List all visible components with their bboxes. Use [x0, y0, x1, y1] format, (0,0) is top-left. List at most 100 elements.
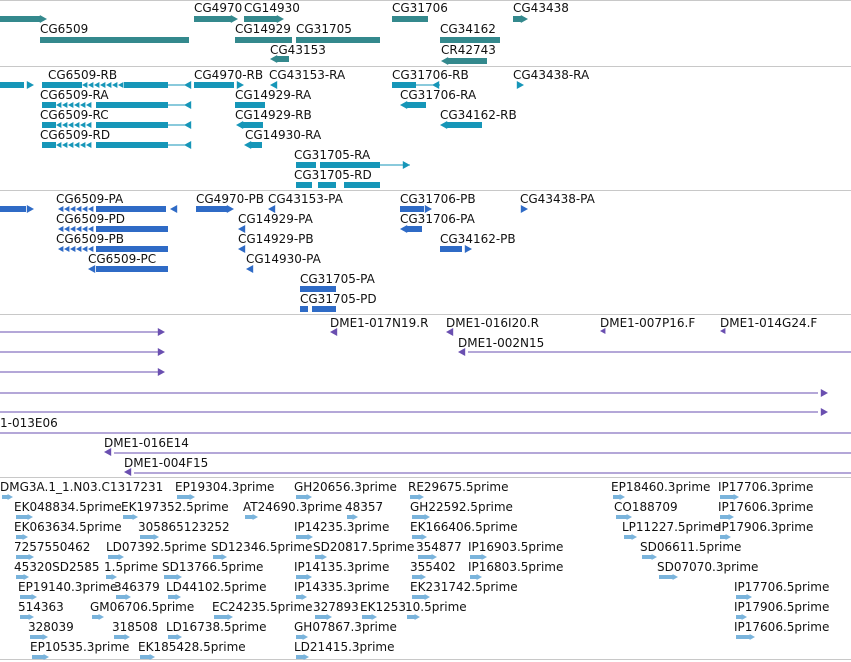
feature-label[interactable]: SD07070.3prime [657, 560, 759, 574]
feature-label[interactable]: EP19140.3prime [18, 580, 118, 594]
feature-block[interactable] [320, 162, 380, 168]
est-block[interactable] [116, 595, 126, 599]
feature-block[interactable] [96, 246, 168, 252]
est-block[interactable] [613, 495, 620, 499]
feature-block[interactable] [0, 206, 26, 212]
feature-label[interactable]: CG43153-PA [268, 192, 343, 206]
feature-label[interactable]: 1-013E06 [0, 416, 58, 430]
feature-label[interactable]: SD12346.5prime [211, 540, 313, 554]
est-block[interactable] [16, 515, 28, 519]
est-block[interactable] [642, 555, 652, 559]
feature-block[interactable] [406, 102, 426, 108]
feature-label[interactable]: CG43438-PA [520, 192, 595, 206]
est-block[interactable] [140, 535, 154, 539]
feature-label[interactable]: CG6509-PA [56, 192, 124, 206]
est-block[interactable] [470, 575, 477, 579]
est-block[interactable] [315, 555, 322, 559]
est-block[interactable] [16, 555, 29, 559]
feature-label[interactable]: DME1-016E14 [104, 436, 189, 450]
feature-label[interactable]: CG6509-PC [88, 252, 157, 266]
feature-label[interactable]: 355402 [410, 560, 456, 574]
feature-label[interactable]: IP17706.5prime [734, 580, 830, 594]
feature-label[interactable]: CG43438 [513, 1, 569, 15]
est-block[interactable] [296, 635, 303, 639]
est-block[interactable] [140, 655, 150, 659]
feature-block[interactable] [440, 246, 462, 252]
feature-label[interactable]: SD20817.5prime [313, 540, 415, 554]
est-block[interactable] [720, 535, 726, 539]
feature-block[interactable] [318, 182, 336, 188]
feature-label[interactable]: CG14929-RB [235, 108, 312, 122]
feature-label[interactable]: AT24690.3prime [243, 500, 343, 514]
feature-block[interactable] [0, 16, 41, 22]
est-block[interactable] [410, 495, 419, 499]
feature-label[interactable]: SD06611.5prime [640, 540, 742, 554]
est-block[interactable] [412, 515, 425, 519]
feature-label[interactable]: IP14135.3prime [294, 560, 390, 574]
est-block[interactable] [164, 575, 177, 579]
feature-label[interactable]: CG14929-PA [238, 212, 313, 226]
est-block[interactable] [418, 555, 432, 559]
est-block[interactable] [736, 615, 742, 619]
est-block[interactable] [296, 575, 307, 579]
feature-block[interactable] [96, 122, 168, 128]
est-block[interactable] [720, 515, 729, 519]
feature-label[interactable]: LP11227.5prime [622, 520, 721, 534]
feature-label[interactable]: IP14235.3prime [294, 520, 390, 534]
feature-label[interactable]: IP16903.5prime [468, 540, 564, 554]
feature-label[interactable]: CG43153 [270, 43, 326, 57]
feature-label[interactable]: LD16738.5prime [166, 620, 267, 634]
feature-block[interactable] [42, 142, 56, 148]
feature-block[interactable] [235, 37, 292, 43]
feature-label[interactable]: LD21415.3prime [294, 640, 395, 654]
feature-label[interactable]: CG14929 [235, 22, 291, 36]
feature-label[interactable]: 514363 [18, 600, 64, 614]
feature-label[interactable]: EP19304.3prime [175, 480, 275, 494]
est-block[interactable] [20, 615, 29, 619]
feature-block[interactable] [194, 82, 234, 88]
feature-label[interactable]: CG6509 [40, 22, 89, 36]
est-block[interactable] [20, 595, 32, 599]
est-block[interactable] [407, 615, 415, 619]
feature-label[interactable]: EK1253 [360, 600, 406, 614]
feature-label[interactable]: CR42743 [441, 43, 496, 57]
feature-label[interactable]: DME1-014G24.F [720, 316, 818, 330]
feature-label[interactable]: EP10535.3prime [30, 640, 130, 654]
feature-label[interactable]: LD44102.5prime [166, 580, 267, 594]
feature-block[interactable] [96, 102, 168, 108]
est-block[interactable] [296, 595, 302, 599]
feature-label[interactable]: CG6509-PD [56, 212, 126, 226]
est-block[interactable] [123, 515, 133, 519]
feature-label[interactable]: CG31705-PD [300, 292, 377, 306]
feature-block[interactable] [250, 142, 262, 148]
feature-label[interactable]: CG31706 [392, 1, 448, 15]
feature-label[interactable]: DMG3A.1_1.N03.C1317231 [0, 480, 164, 494]
feature-label[interactable]: 7257550462 [14, 540, 91, 554]
est-block[interactable] [470, 555, 482, 559]
est-block[interactable] [624, 535, 632, 539]
feature-block[interactable] [235, 102, 265, 108]
est-block[interactable] [736, 635, 750, 639]
feature-label[interactable]: CG4970-PB [196, 192, 265, 206]
feature-block[interactable] [276, 56, 289, 62]
feature-label[interactable]: IP17906.3prime [718, 520, 814, 534]
feature-label[interactable]: IP17906.5prime [734, 600, 830, 614]
feature-block[interactable] [300, 286, 336, 292]
feature-label[interactable]: CG31706-PB [400, 192, 476, 206]
feature-label[interactable]: IP17606.5prime [734, 620, 830, 634]
est-block[interactable] [16, 575, 24, 579]
est-block[interactable] [362, 615, 372, 619]
est-block[interactable] [296, 655, 304, 659]
feature-block[interactable] [312, 306, 336, 312]
gene-bar[interactable] [40, 37, 189, 43]
feature-label[interactable]: DME1-002N15 [458, 336, 545, 350]
feature-block[interactable] [392, 16, 428, 22]
est-block[interactable] [108, 555, 119, 559]
feature-block[interactable] [194, 16, 232, 22]
feature-label[interactable]: CG31706-RB [392, 68, 469, 82]
feature-label[interactable]: EP18460.3prime [611, 480, 711, 494]
feature-label[interactable]: CG6509-RD [40, 128, 111, 142]
feature-label[interactable]: IP17706.3prime [718, 480, 814, 494]
feature-label[interactable]: CG14930 [244, 1, 300, 15]
est-block[interactable] [412, 535, 422, 539]
